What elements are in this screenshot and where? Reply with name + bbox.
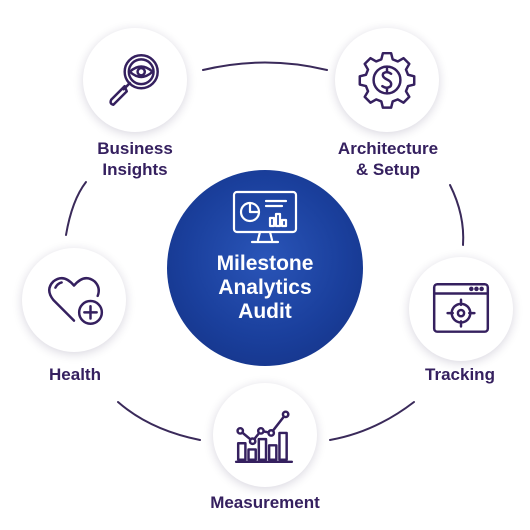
measurement-label: Measurement [210,493,320,512]
connector-arc [202,61,328,71]
health-node[interactable] [22,248,126,352]
connector-arc [449,184,465,246]
architecture-setup-label: Architecture & Setup [337,139,439,179]
connector-arc [329,401,415,441]
tracking-node[interactable] [409,257,513,361]
gear-dollar-icon [358,51,416,109]
architecture-setup-node[interactable] [335,28,439,132]
business-insights-node[interactable] [83,28,187,132]
measurement-node[interactable] [213,383,317,487]
connector-arc [117,401,201,441]
dashboard-monitor-icon [232,190,298,244]
magnifier-eye-icon [109,54,159,106]
center-hub: Milestone Analytics Audit [167,170,363,366]
browser-target-icon [432,283,490,333]
heart-plus-icon [48,276,104,325]
center-title: Milestone Analytics Audit [216,252,314,323]
health-label: Health [49,365,101,384]
business-insights-label: Business Insights [97,139,173,179]
bar-line-chart-icon [234,410,294,464]
connector-arc [65,181,87,236]
tracking-label: Tracking [425,365,495,384]
